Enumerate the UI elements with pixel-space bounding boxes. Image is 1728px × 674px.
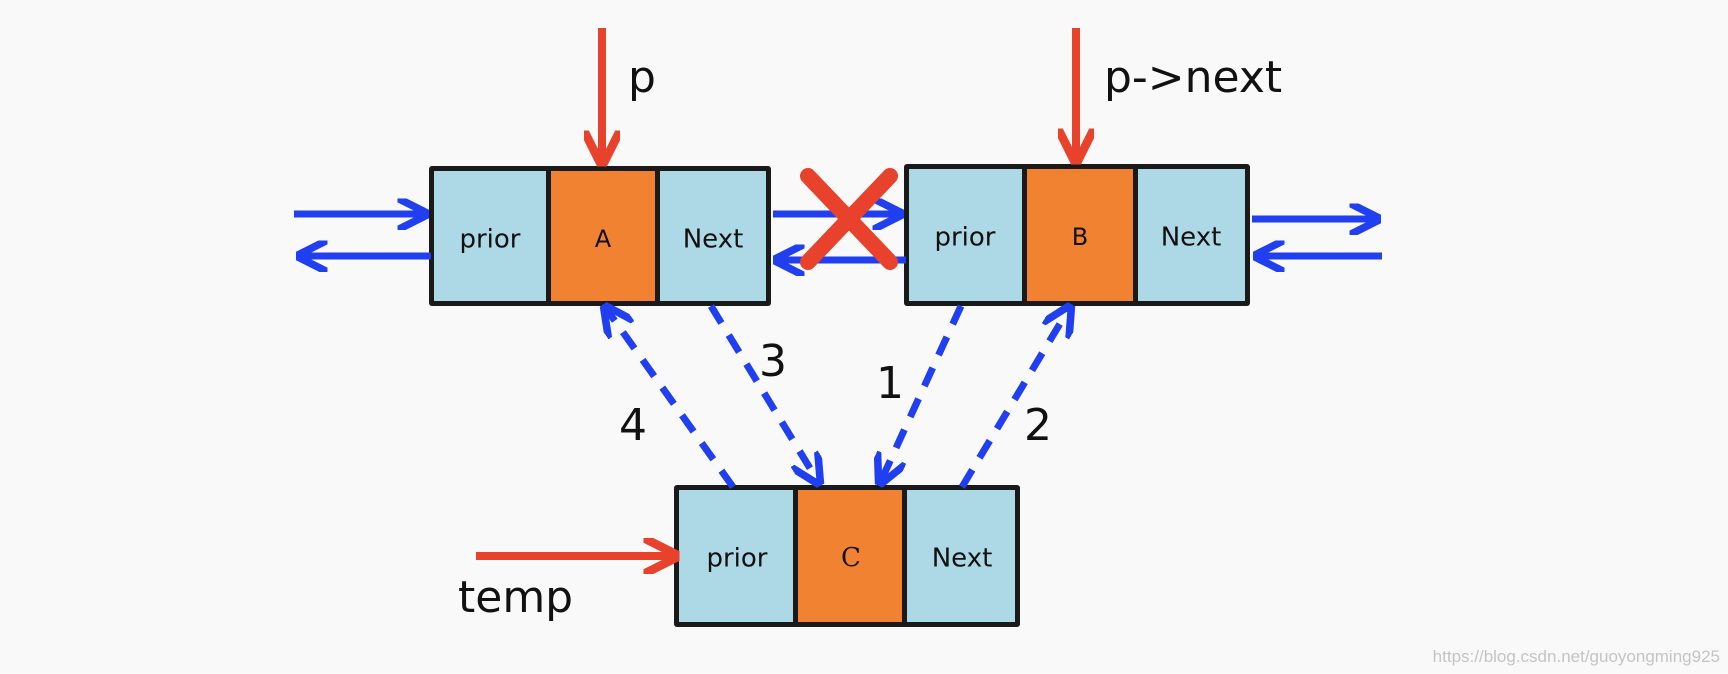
node-c-prior-cell (679, 490, 793, 622)
node-c: prior C Next (674, 485, 1020, 627)
node-c-data-label: C (841, 543, 861, 573)
step-2-c-next-to-b-arrow (958, 307, 1070, 489)
step-1-label: 1 (876, 358, 904, 409)
step-3-label: 3 (759, 336, 787, 387)
node-a-prior-label: prior (459, 225, 520, 255)
step-2-label: 2 (1024, 400, 1052, 451)
p-next-pointer-label: p->next (1104, 52, 1282, 103)
node-c-data-cell (798, 490, 902, 622)
node-b-next-label: Next (1161, 223, 1222, 253)
step-4-label: 4 (619, 400, 647, 451)
node-a-data-label: A (595, 225, 612, 253)
node-b-prior-label: prior (934, 223, 995, 253)
step-4-c-prior-to-a-arrow (605, 307, 736, 490)
node-a-next-label: Next (683, 225, 744, 255)
p-pointer-label: p (628, 52, 656, 103)
node-b-data-cell (1027, 169, 1133, 301)
node-b-prior-cell (909, 169, 1022, 301)
node-a: prior A Next (429, 166, 771, 306)
temp-pointer-label: temp (458, 572, 573, 623)
watermark-text: https://blog.csdn.net/guoyongming925 (1433, 647, 1720, 666)
removed-link-cross (800, 168, 898, 270)
node-a-next-cell (660, 171, 766, 301)
step-3-a-next-to-c-arrow (708, 304, 819, 483)
node-c-next-cell (907, 490, 1015, 622)
node-b: prior B Next (904, 164, 1250, 306)
node-b-data-label: B (1072, 223, 1088, 251)
node-c-next-label: Next (932, 544, 993, 574)
node-c-prior-label: prior (706, 544, 767, 574)
node-b-next-cell (1138, 169, 1245, 301)
node-a-data-cell (551, 171, 655, 301)
node-a-prior-cell (434, 171, 546, 301)
